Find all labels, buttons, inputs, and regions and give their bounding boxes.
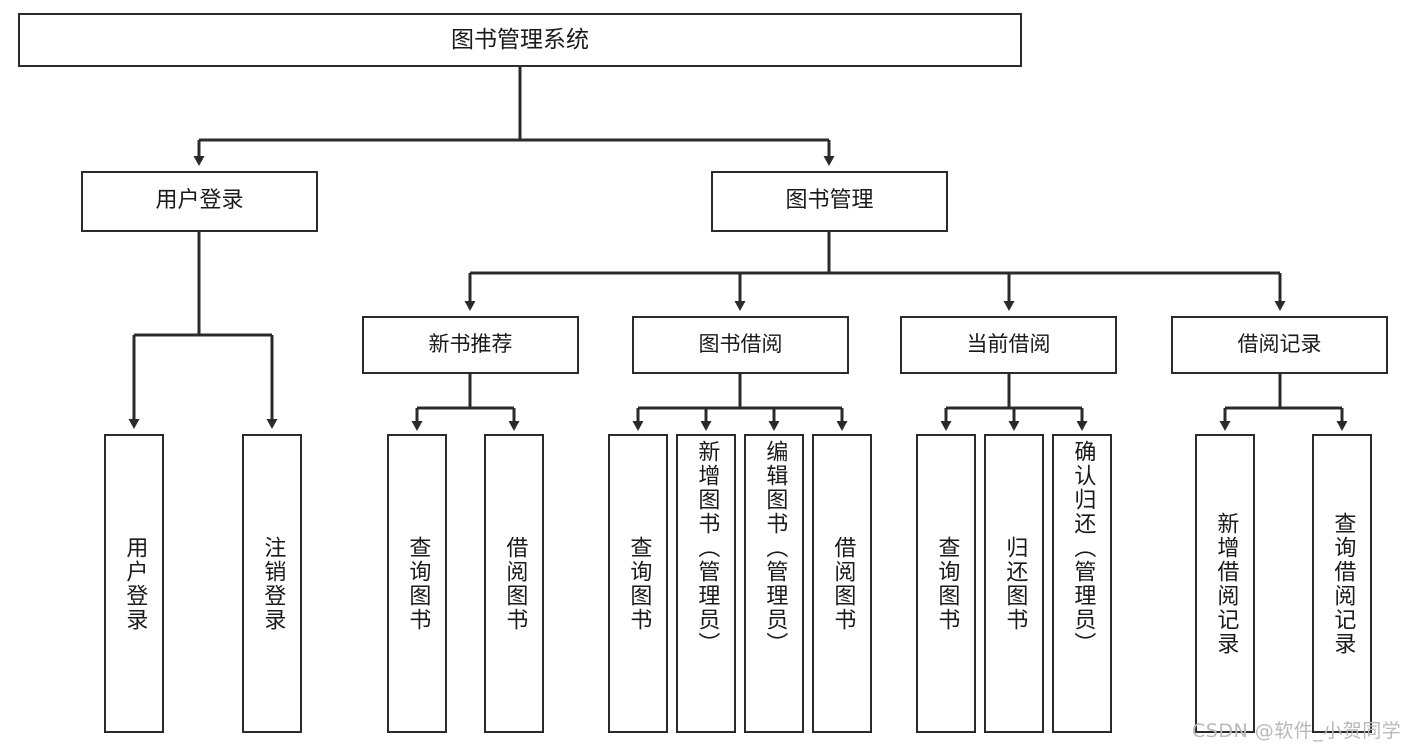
leaf-query-book-rec[interactable]: 查询图书 — [387, 434, 447, 733]
node-book-management-label: 图书管理 — [785, 188, 874, 214]
leaf-label: 查询图书 — [405, 535, 431, 632]
leaf-query-book-current[interactable]: 查询图书 — [916, 434, 976, 733]
node-book-borrow-label: 图书借阅 — [698, 332, 783, 357]
leaf-label: 新增图书（管理员） — [694, 440, 720, 656]
node-current-borrow-label: 当前借阅 — [966, 332, 1051, 357]
node-borrow-records-label: 借阅记录 — [1237, 332, 1322, 357]
node-new-book-recommend-label: 新书推荐 — [428, 332, 513, 357]
leaf-label: 借阅图书 — [502, 535, 528, 632]
node-book-borrow[interactable]: 图书借阅 — [632, 316, 849, 374]
leaf-return-book[interactable]: 归还图书 — [984, 434, 1044, 733]
node-book-management[interactable]: 图书管理 — [711, 171, 948, 232]
node-user-login[interactable]: 用户登录 — [81, 171, 318, 232]
leaf-borrow-book[interactable]: 借阅图书 — [812, 434, 872, 733]
leaf-label: 查询图书 — [934, 535, 960, 632]
leaf-user-login[interactable]: 用户登录 — [104, 434, 164, 733]
node-current-borrow[interactable]: 当前借阅 — [900, 316, 1117, 374]
leaf-label: 注销登录 — [260, 535, 286, 632]
node-new-book-recommend[interactable]: 新书推荐 — [362, 316, 579, 374]
leaf-add-book-admin[interactable]: 新增图书（管理员） — [676, 434, 736, 733]
leaf-query-book-borrow[interactable]: 查询图书 — [608, 434, 668, 733]
node-user-login-label: 用户登录 — [155, 188, 244, 214]
node-root[interactable]: 图书管理系统 — [18, 13, 1022, 67]
leaf-label: 用户登录 — [122, 535, 148, 632]
leaf-borrow-book-rec[interactable]: 借阅图书 — [484, 434, 544, 733]
leaf-label: 归还图书 — [1002, 535, 1028, 632]
leaf-label: 确认归还（管理员） — [1070, 440, 1096, 656]
leaf-label: 编辑图书（管理员） — [762, 440, 788, 656]
leaf-edit-book-admin[interactable]: 编辑图书（管理员） — [744, 434, 804, 733]
leaf-label: 新增借阅记录 — [1213, 511, 1239, 656]
node-borrow-records[interactable]: 借阅记录 — [1171, 316, 1388, 374]
leaf-label: 借阅图书 — [830, 535, 856, 632]
leaf-confirm-return-admin[interactable]: 确认归还（管理员） — [1052, 434, 1112, 733]
leaf-label: 查询借阅记录 — [1330, 511, 1356, 656]
leaf-query-borrow-record[interactable]: 查询借阅记录 — [1312, 434, 1372, 733]
leaf-logout[interactable]: 注销登录 — [242, 434, 302, 733]
leaf-add-borrow-record[interactable]: 新增借阅记录 — [1195, 434, 1255, 733]
leaf-label: 查询图书 — [626, 535, 652, 632]
node-root-label: 图书管理系统 — [451, 26, 589, 53]
